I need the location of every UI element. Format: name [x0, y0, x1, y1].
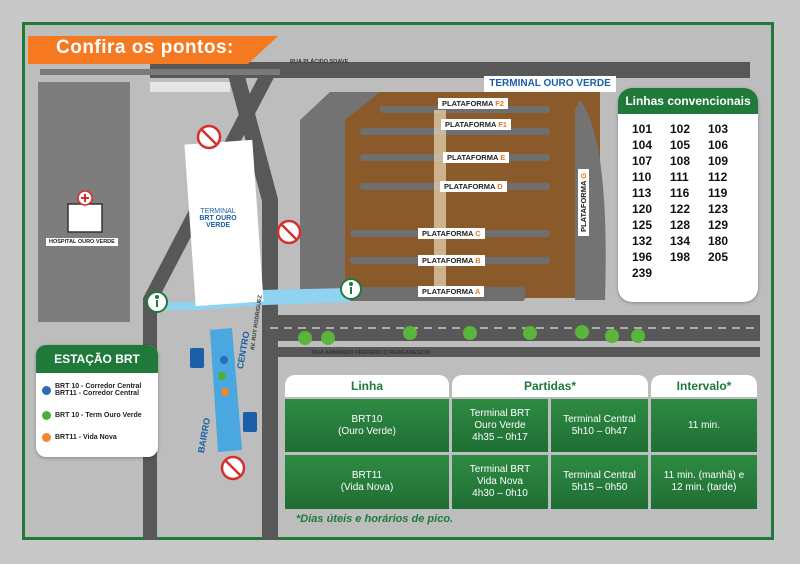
legend-text: BRT 10 - Term Ouro Verde — [55, 412, 142, 419]
line-number: 102 — [670, 122, 691, 136]
line-number: 129 — [708, 218, 729, 232]
row2-linha: BRT11 (Vida Nova) — [285, 455, 449, 509]
linhas-convencionais-panel: Linhas convencionais 101 102 103 104 105… — [618, 88, 758, 302]
bus-icon — [243, 412, 257, 432]
pedestrian-icon — [146, 291, 168, 313]
hospital-label: HOSPITAL OURO VERDE — [46, 238, 118, 246]
row2-partida-brt: Terminal BRT Vida Nova 4h30 – 0h10 — [452, 455, 548, 509]
hospital-icon — [67, 190, 103, 233]
no-pedestrian-icon — [276, 219, 302, 245]
line-number: 123 — [708, 202, 729, 216]
line-number: 119 — [708, 186, 728, 200]
blue-dot-icon — [42, 385, 51, 395]
platform-e: PLATAFORMA E — [443, 152, 510, 163]
line-number: 113 — [632, 186, 652, 200]
platform-b: PLATAFORMA B — [418, 255, 485, 266]
platform-g: PLATAFORMA G — [578, 168, 589, 236]
legend-item-vida-nova: BRT11 - Vida Nova — [42, 433, 117, 442]
line-number: 205 — [708, 250, 729, 264]
line-number: 108 — [670, 154, 691, 168]
linhas-grid: 101 102 103 104 105 106 107 108 109 110 … — [632, 122, 752, 280]
line-number: 111 — [670, 170, 689, 184]
terminal-ouro-verde-title: TERMINAL OURO VERDE — [484, 76, 616, 92]
legend-text: BRT11 - Vida Nova — [55, 434, 117, 441]
terminal-brt-label-line2: BRT OURO VERDE — [199, 215, 237, 229]
platform-a: PLATAFORMA A — [418, 286, 485, 297]
row2-intervalo: 11 min. (manhã) e 12 min. (tarde) — [651, 455, 757, 509]
line-number: 105 — [670, 138, 691, 152]
bus-icon — [190, 348, 204, 368]
title-banner — [28, 36, 278, 64]
line-number: 112 — [708, 170, 728, 184]
no-pedestrian-icon — [196, 124, 222, 150]
row2-partida-central: Terminal Central 5h15 – 0h50 — [551, 455, 648, 509]
platform-f2: PLATAFORMA F2 — [438, 98, 508, 109]
header-partidas: Partidas* — [452, 375, 648, 397]
line-number: 122 — [670, 202, 691, 216]
no-pedestrian-icon — [220, 455, 246, 481]
terminal-brt-label: TERMINAL BRT OURO VERDE — [188, 208, 248, 229]
line-number: 107 — [632, 154, 653, 168]
line-number: 109 — [708, 154, 729, 168]
line-number: 198 — [670, 250, 691, 264]
legend-item-term-ouro-verde: BRT 10 - Term Ouro Verde — [42, 411, 142, 420]
terminal-brt-label-line1: TERMINAL — [200, 208, 236, 215]
row1-linha: BRT10 (Ouro Verde) — [285, 399, 449, 452]
street-label-placido-soave: RUA PLÁCIDO SOAVE — [290, 59, 349, 65]
linhas-convencionais-title: Linhas convencionais — [618, 88, 758, 114]
row1-partida-brt: Terminal BRT Ouro Verde 4h35 – 0h17 — [452, 399, 548, 452]
stop-marker — [218, 372, 226, 380]
schedule-table: Linha Partidas* Intervalo* BRT10 (Ouro V… — [285, 375, 757, 509]
terminal-ouro-verde-area — [345, 92, 600, 298]
line-number: 120 — [632, 202, 653, 216]
line-number: 103 — [708, 122, 729, 136]
line-number: 128 — [670, 218, 691, 232]
row1-partida-central: Terminal Central 5h10 – 0h47 — [551, 399, 648, 452]
line-number: 110 — [632, 170, 652, 184]
orange-dot-icon — [42, 433, 51, 442]
line-number: 116 — [670, 186, 690, 200]
street-label-renganeschi: RUA ARMANDO FREDERICO RENGANESCHI — [312, 350, 430, 356]
platform-f1: PLATAFORMA F1 — [441, 119, 511, 130]
line-number: 196 — [632, 250, 653, 264]
header-linha: Linha — [285, 375, 449, 397]
page-title: Confira os pontos: — [56, 37, 234, 58]
row1-intervalo: 11 min. — [651, 399, 757, 452]
line-number: 104 — [632, 138, 653, 152]
line-number: 101 — [632, 122, 653, 136]
line-number: 180 — [708, 234, 729, 248]
stop-marker — [220, 356, 228, 364]
line-number: 134 — [670, 234, 691, 248]
stop-marker — [221, 388, 229, 396]
estacao-brt-title: ESTAÇÃO BRT — [36, 345, 158, 373]
header-intervalo: Intervalo* — [651, 375, 757, 397]
line-number: 106 — [708, 138, 729, 152]
line-number: 125 — [632, 218, 653, 232]
line-number: 132 — [632, 234, 653, 248]
platform-d: PLATAFORMA D — [440, 181, 507, 192]
line-number: 239 — [632, 266, 653, 280]
platform-c: PLATAFORMA C — [418, 228, 485, 239]
green-dot-icon — [42, 411, 51, 420]
footnote: *Dias úteis e horários de pico. — [296, 513, 454, 525]
brt-terminal-building — [184, 139, 264, 307]
pedestrian-icon — [340, 278, 362, 300]
